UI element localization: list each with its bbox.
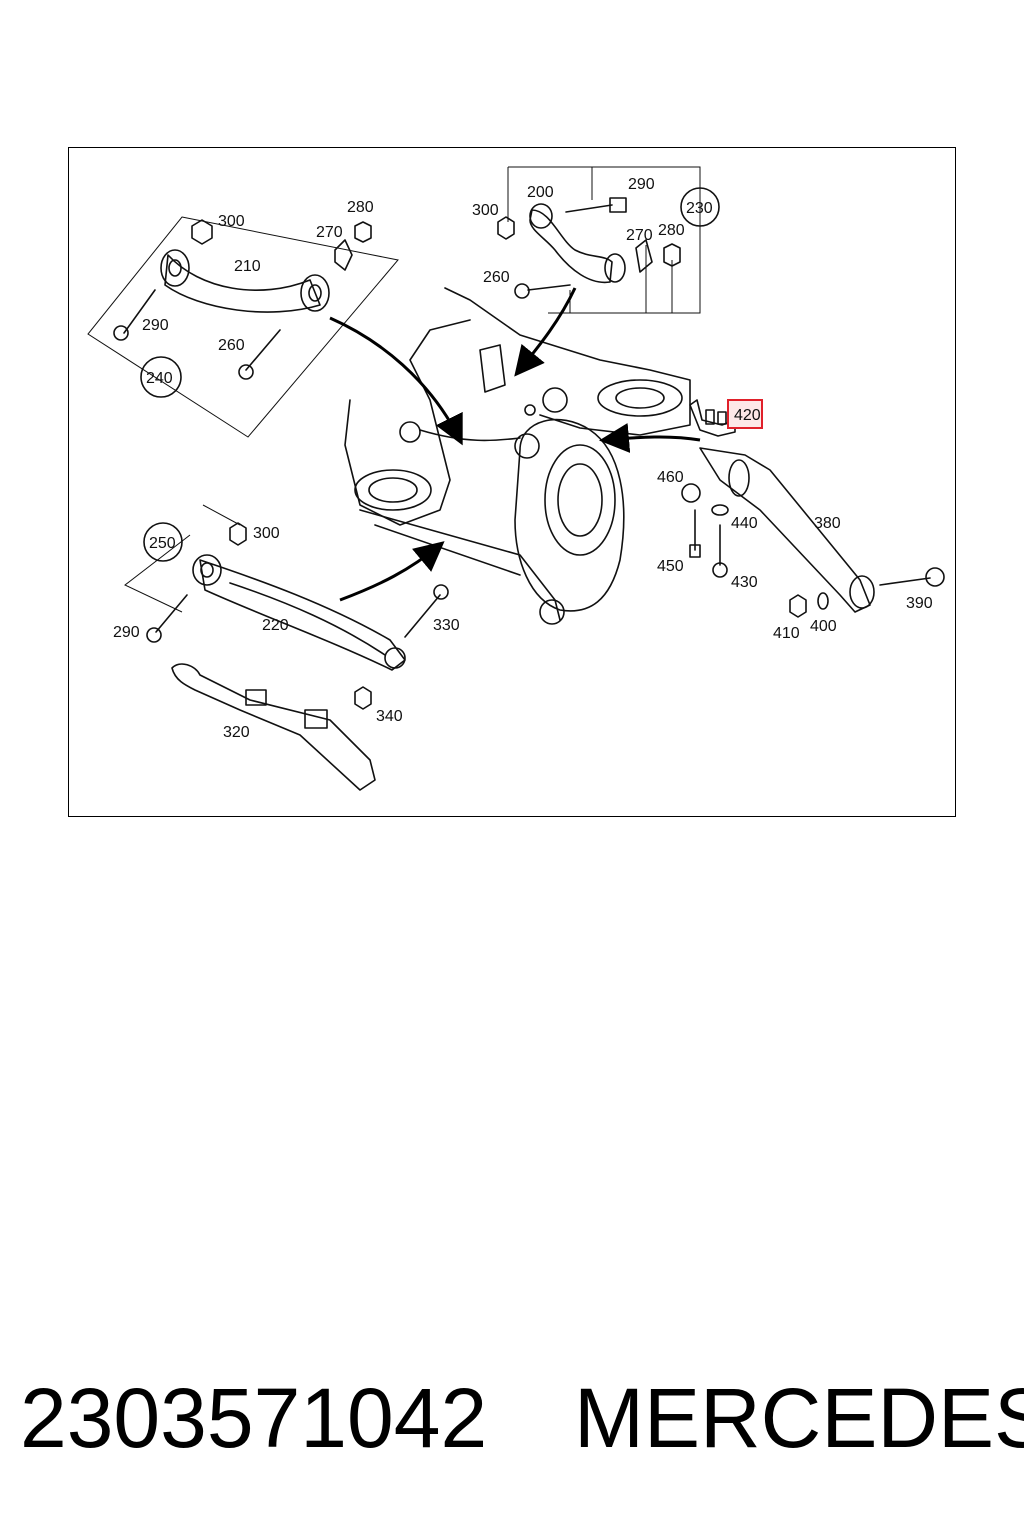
footer: 2303571042 MERCEDES [0,1370,1024,1470]
assembly-arrows [329,287,701,602]
label-290-top-middle: 290 [628,176,655,193]
label-460: 460 [657,469,684,486]
diagram-frame [68,147,956,817]
highlight-box-420 [727,399,763,429]
callout-circle-240 [140,356,182,398]
label-430: 430 [731,574,758,591]
label-260-top-middle: 260 [483,269,510,286]
assembly-380 [681,399,945,618]
knuckle-subframe [344,287,691,625]
label-290-top-left: 290 [142,317,169,334]
label-200: 200 [527,184,554,201]
label-270-top-middle: 270 [626,227,653,244]
label-250: 250 [149,535,176,552]
assembly-230 [497,166,701,314]
label-390: 390 [906,595,933,612]
label-260-top-left: 260 [218,337,245,354]
label-420: 420 [734,407,761,424]
label-220: 220 [262,617,289,634]
label-290-lower-left: 290 [113,624,140,641]
label-280-top-middle: 280 [658,222,685,239]
exploded-parts-diagram: 300 280 270 210 290 260 240 300 200 290 … [87,166,945,791]
label-230: 230 [686,200,713,217]
label-320: 320 [223,724,250,741]
label-300-top-middle: 300 [472,202,499,219]
callout-circle-230 [680,187,720,227]
label-340: 340 [376,708,403,725]
label-280-top-left: 280 [347,199,374,216]
label-270-top-left: 270 [316,224,343,241]
label-380: 380 [814,515,841,532]
assembly-250 [124,504,449,791]
assembly-240 [87,216,399,438]
label-440: 440 [731,515,758,532]
label-210: 210 [234,258,261,275]
label-410: 410 [773,625,800,642]
callout-circle-250 [143,522,183,562]
part-number: 2303571042 [20,1371,488,1465]
brand-name: MERCEDES [574,1371,1024,1465]
label-300-top-left: 300 [218,213,245,230]
label-240: 240 [146,370,173,387]
label-330: 330 [433,617,460,634]
label-400: 400 [810,618,837,635]
label-300-lower-left: 300 [253,525,280,542]
label-450: 450 [657,558,684,575]
